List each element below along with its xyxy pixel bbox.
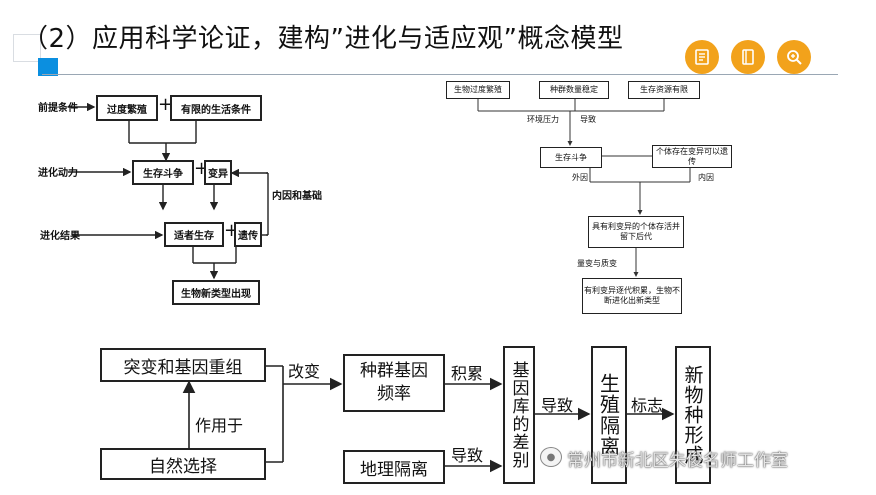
box-overbreed: 过度繁殖 (96, 95, 158, 121)
plus-sign: + (158, 94, 174, 115)
label-internal-basis: 内因和基础 (272, 191, 322, 202)
box-favorable-survive: 具有利变异的个体存活并留下后代 (588, 216, 684, 248)
box-overbreed-2: 生物过度繁殖 (446, 81, 510, 99)
box-stable-population: 种群数量稳定 (539, 81, 609, 99)
title-underline (42, 74, 838, 75)
label-lead-to-1: 导致 (451, 446, 484, 465)
box-mutation-recombination: 突变和基因重组 (100, 348, 266, 382)
box-geographic-isolation: 地理隔离 (343, 450, 445, 484)
box-limited-resources: 生存资源有限 (628, 81, 700, 99)
decor-square-outline (14, 35, 40, 61)
diagram-evolution-flow: 生物过度繁殖 种群数量稳定 生存资源有限 环境压力 导致 生存斗争 个体存在变异… (440, 78, 740, 320)
label-env-pressure: 环境压力 (527, 115, 559, 124)
zoom-icon[interactable] (777, 40, 811, 74)
label-external: 外因 (572, 173, 588, 182)
box-survivor: 适者生存 (164, 222, 224, 247)
label-internal: 内因 (698, 173, 714, 182)
diagram-darwin-theory: 前提条件 进化动力 进化结果 过度繁殖 + 有限的生活条件 生存斗争 + 变异 … (36, 85, 396, 315)
label-accumulate: 积累 (451, 364, 484, 383)
decor-square-blue (38, 58, 58, 76)
diagram-speciation: 突变和基因重组 作用于 自然选择 改变 种群基因频率 地理隔离 积累 导致 基因… (95, 336, 730, 492)
wechat-icon: ● (540, 447, 562, 467)
box-accumulate-result: 有利变异逐代积累，生物不断进化出新类型 (582, 278, 682, 314)
box-struggle: 生存斗争 (132, 160, 194, 185)
box-variation: 变异 (204, 160, 232, 185)
label-quantity-quality: 量变与质变 (577, 259, 617, 268)
box-struggle-2: 生存斗争 (540, 147, 602, 168)
label-acts-on: 作用于 (195, 416, 244, 435)
box-variation-heritable: 个体存在变异可以遗传 (652, 145, 732, 168)
notes-icon[interactable] (685, 40, 719, 74)
label-precondition: 前提条件 (38, 103, 78, 114)
label-lead: 导致 (580, 115, 596, 124)
box-new-type: 生物新类型出现 (172, 280, 260, 305)
box-heredity: 遗传 (234, 222, 262, 247)
diagram1-connectors (68, 102, 269, 280)
box-new-species: 新物种形成 (675, 346, 711, 484)
label-marker: 标志 (631, 396, 664, 415)
diagram3-connectors (182, 365, 675, 473)
box-gene-pool-difference: 基因库的差别 (503, 346, 535, 484)
diagram2-connectors (477, 99, 691, 277)
watermark-text: 常州市新北区朱俊名师工作室 (567, 451, 788, 471)
book-icon[interactable] (731, 40, 765, 74)
label-change: 改变 (288, 362, 321, 381)
box-limited-conditions: 有限的生活条件 (170, 95, 262, 121)
box-reproductive-isolation: 生殖隔离 (591, 346, 627, 484)
box-natural-selection: 自然选择 (100, 448, 266, 480)
box-gene-frequency: 种群基因频率 (343, 354, 445, 412)
label-lead-to-2: 导致 (541, 396, 574, 415)
label-driving-force: 进化动力 (38, 168, 78, 179)
label-evolution-result: 进化结果 (40, 231, 80, 242)
page-title: （2）应用科学论证，建构”进化与适应观”概念模型 (22, 24, 624, 54)
